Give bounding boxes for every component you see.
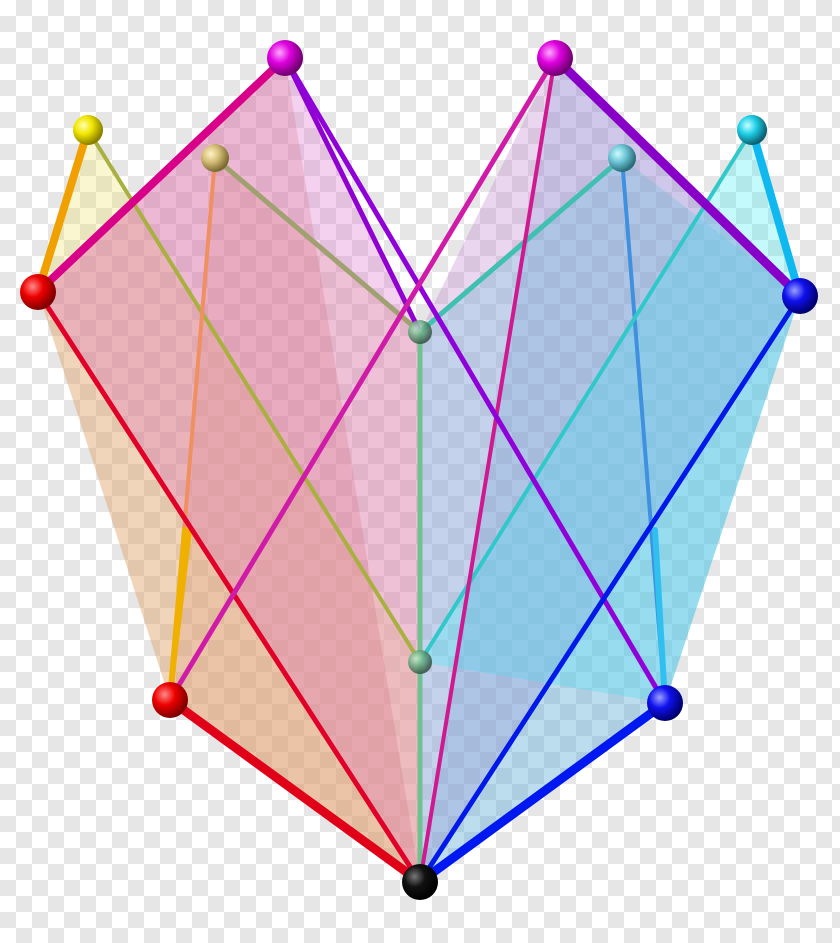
outer-edges [34,53,805,887]
yellow-left-face [38,130,420,882]
blue-right-face [420,58,800,882]
cyan-vertex [737,115,767,145]
edge-magenta-right-to-blue-top [550,53,805,301]
blue-bottom-vertex [647,685,683,721]
blue-top-vertex [782,278,818,314]
khaki-vertex [201,144,229,172]
edge-cyan-light-to-center [417,155,625,335]
edge-blue-top-to-black [417,293,803,885]
red-top-vertex [20,274,56,310]
magenta-left-vertex [267,40,303,76]
cyan-outer-face [420,130,800,703]
edge-magenta-right-to-center-lower [418,56,557,884]
black-bottom-vertex [402,864,438,900]
edge-blue-bottom-to-black [415,698,670,887]
magenta-left-face [38,58,420,882]
edge-magenta-left-to-blue-bottom [282,55,668,706]
edge-red-top-to-black [35,289,423,885]
magenta-right-face [420,58,800,882]
center-lower-vertex [408,650,432,674]
faces [38,58,800,882]
cyan-right-face [420,158,800,882]
center-upper-vertex [408,320,432,344]
khaki-face [170,158,420,882]
edge-red-bottom-to-yellow-side [167,527,188,703]
edge-khaki-to-center [212,155,423,335]
magenta-right-vertex [537,40,573,76]
edge-magenta-right-to-red-bottom [167,55,558,703]
yellow-vertex [73,115,103,145]
edge-magenta-left-to-center [282,55,423,335]
cross-edges [35,55,803,885]
edge-red-top-to-magenta-left [34,54,289,296]
red-left-face [38,58,420,882]
cyan-light-vertex [608,144,636,172]
edge-cyan-to-center-lower [418,128,754,664]
edge-red-top-to-yellow [34,126,92,296]
edge-yellow-to-center-lower [86,128,422,664]
edge-blue-bottom-to-cyan-side [652,527,668,706]
edge-cyan-to-blue-top [748,126,804,300]
edge-red-bottom-to-black [165,695,425,887]
vertices [20,40,818,900]
thin-edges [86,55,754,885]
red-bottom-vertex [152,682,188,718]
